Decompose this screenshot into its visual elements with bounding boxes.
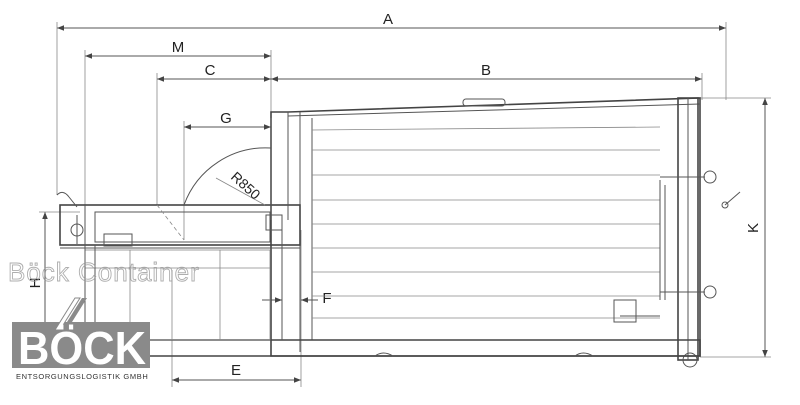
logo-name: BÖCK <box>18 322 146 374</box>
dim-label-f: F <box>322 290 331 307</box>
logo-tagline: ENTSORGUNGSLOGISTIK GMBH <box>16 372 148 381</box>
container-body <box>270 97 741 368</box>
dim-label-m: M <box>172 39 185 56</box>
base-frame <box>75 339 701 357</box>
dim-label-h: H <box>27 278 44 289</box>
watermark-text: Böck Container <box>8 257 200 287</box>
side-ribs <box>311 126 661 319</box>
dim-label-b: B <box>481 62 491 79</box>
dim-label-e: E <box>231 362 241 379</box>
dim-label-c: C <box>205 62 216 79</box>
dim-label-k: K <box>745 223 762 233</box>
dimension-lines <box>39 22 771 387</box>
compactor-section <box>56 112 301 341</box>
company-logo: BÖCK ENTSORGUNGSLOGISTIK GMBH <box>12 297 150 381</box>
dim-label-a: A <box>383 11 393 28</box>
radius-label: R850 <box>228 168 264 202</box>
dim-label-g: G <box>220 110 232 127</box>
